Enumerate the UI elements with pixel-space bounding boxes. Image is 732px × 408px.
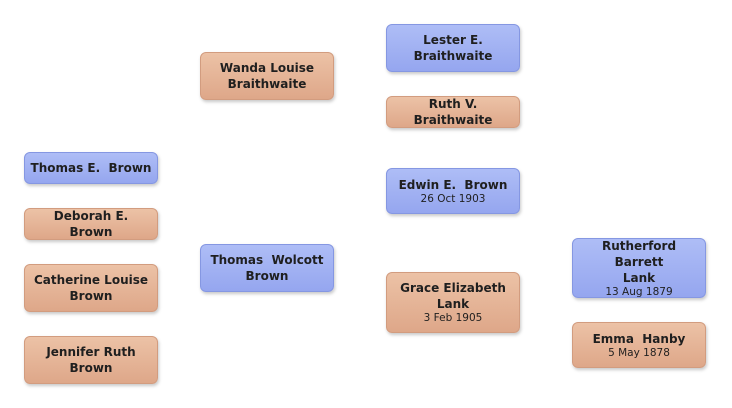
person-card-lester-e-braithwaite[interactable]: Lester E. Braithwaite — [386, 24, 520, 72]
person-date: 13 Aug 1879 — [605, 285, 673, 298]
person-date: 5 May 1878 — [608, 346, 670, 359]
person-card-edwin-e-brown[interactable]: Edwin E. Brown 26 Oct 1903 — [386, 168, 520, 214]
person-card-ruth-v-braithwaite[interactable]: Ruth V. Braithwaite — [386, 96, 520, 128]
person-card-deborah-e-brown[interactable]: Deborah E. Brown — [24, 208, 158, 240]
person-card-thomas-e-brown[interactable]: Thomas E. Brown — [24, 152, 158, 184]
person-date: 26 Oct 1903 — [420, 192, 486, 205]
person-card-rutherford-barrett-lank[interactable]: Rutherford Barrett Lank 13 Aug 1879 — [572, 238, 706, 298]
person-name: Thomas Wolcott Brown — [210, 253, 324, 283]
person-card-wanda-louise-braithwaite[interactable]: Wanda Louise Braithwaite — [200, 52, 334, 100]
person-name: Catherine Louise Brown — [33, 273, 149, 303]
person-name: Wanda Louise Braithwaite — [219, 61, 315, 91]
person-card-emma-hanby[interactable]: Emma Hanby 5 May 1878 — [572, 322, 706, 368]
person-name: Edwin E. Brown — [398, 177, 508, 192]
person-name: Emma Hanby — [592, 331, 686, 346]
person-card-jennifer-ruth-brown[interactable]: Jennifer Ruth Brown — [24, 336, 158, 384]
person-card-catherine-louise-brown[interactable]: Catherine Louise Brown — [24, 264, 158, 312]
person-name: Jennifer Ruth Brown — [46, 345, 136, 375]
person-name: Ruth V. Braithwaite — [413, 97, 493, 127]
person-name: Rutherford Barrett Lank — [601, 238, 677, 285]
person-date: 3 Feb 1905 — [423, 312, 483, 324]
person-name: Deborah E. Brown — [53, 209, 137, 239]
person-name: Lester E. Braithwaite — [413, 33, 493, 63]
person-card-grace-elizabeth-lank[interactable]: Grace Elizabeth Lank 3 Feb 1905 — [386, 272, 520, 333]
person-name: Thomas E. Brown — [30, 161, 152, 175]
person-name: Grace Elizabeth Lank — [400, 281, 506, 311]
person-card-thomas-wolcott-brown[interactable]: Thomas Wolcott Brown — [200, 244, 334, 292]
